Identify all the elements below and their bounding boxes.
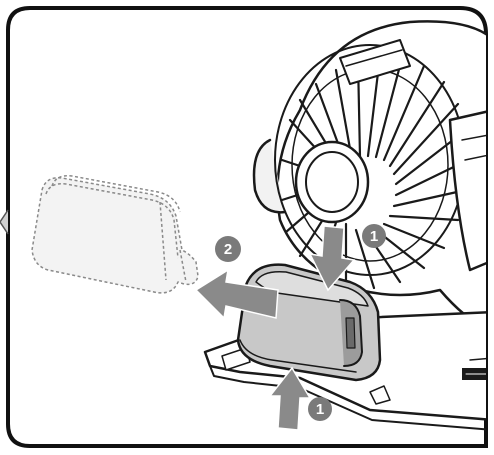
step-number: 1 bbox=[316, 401, 324, 418]
step-badge-press-bottom: 1 bbox=[308, 397, 332, 421]
step-badge-slide-out: 2 bbox=[215, 236, 241, 262]
step-number: 1 bbox=[370, 228, 378, 245]
step-number: 2 bbox=[224, 241, 232, 258]
step-badge-press-top: 1 bbox=[362, 224, 386, 248]
chevron-left-icon bbox=[0, 210, 8, 234]
